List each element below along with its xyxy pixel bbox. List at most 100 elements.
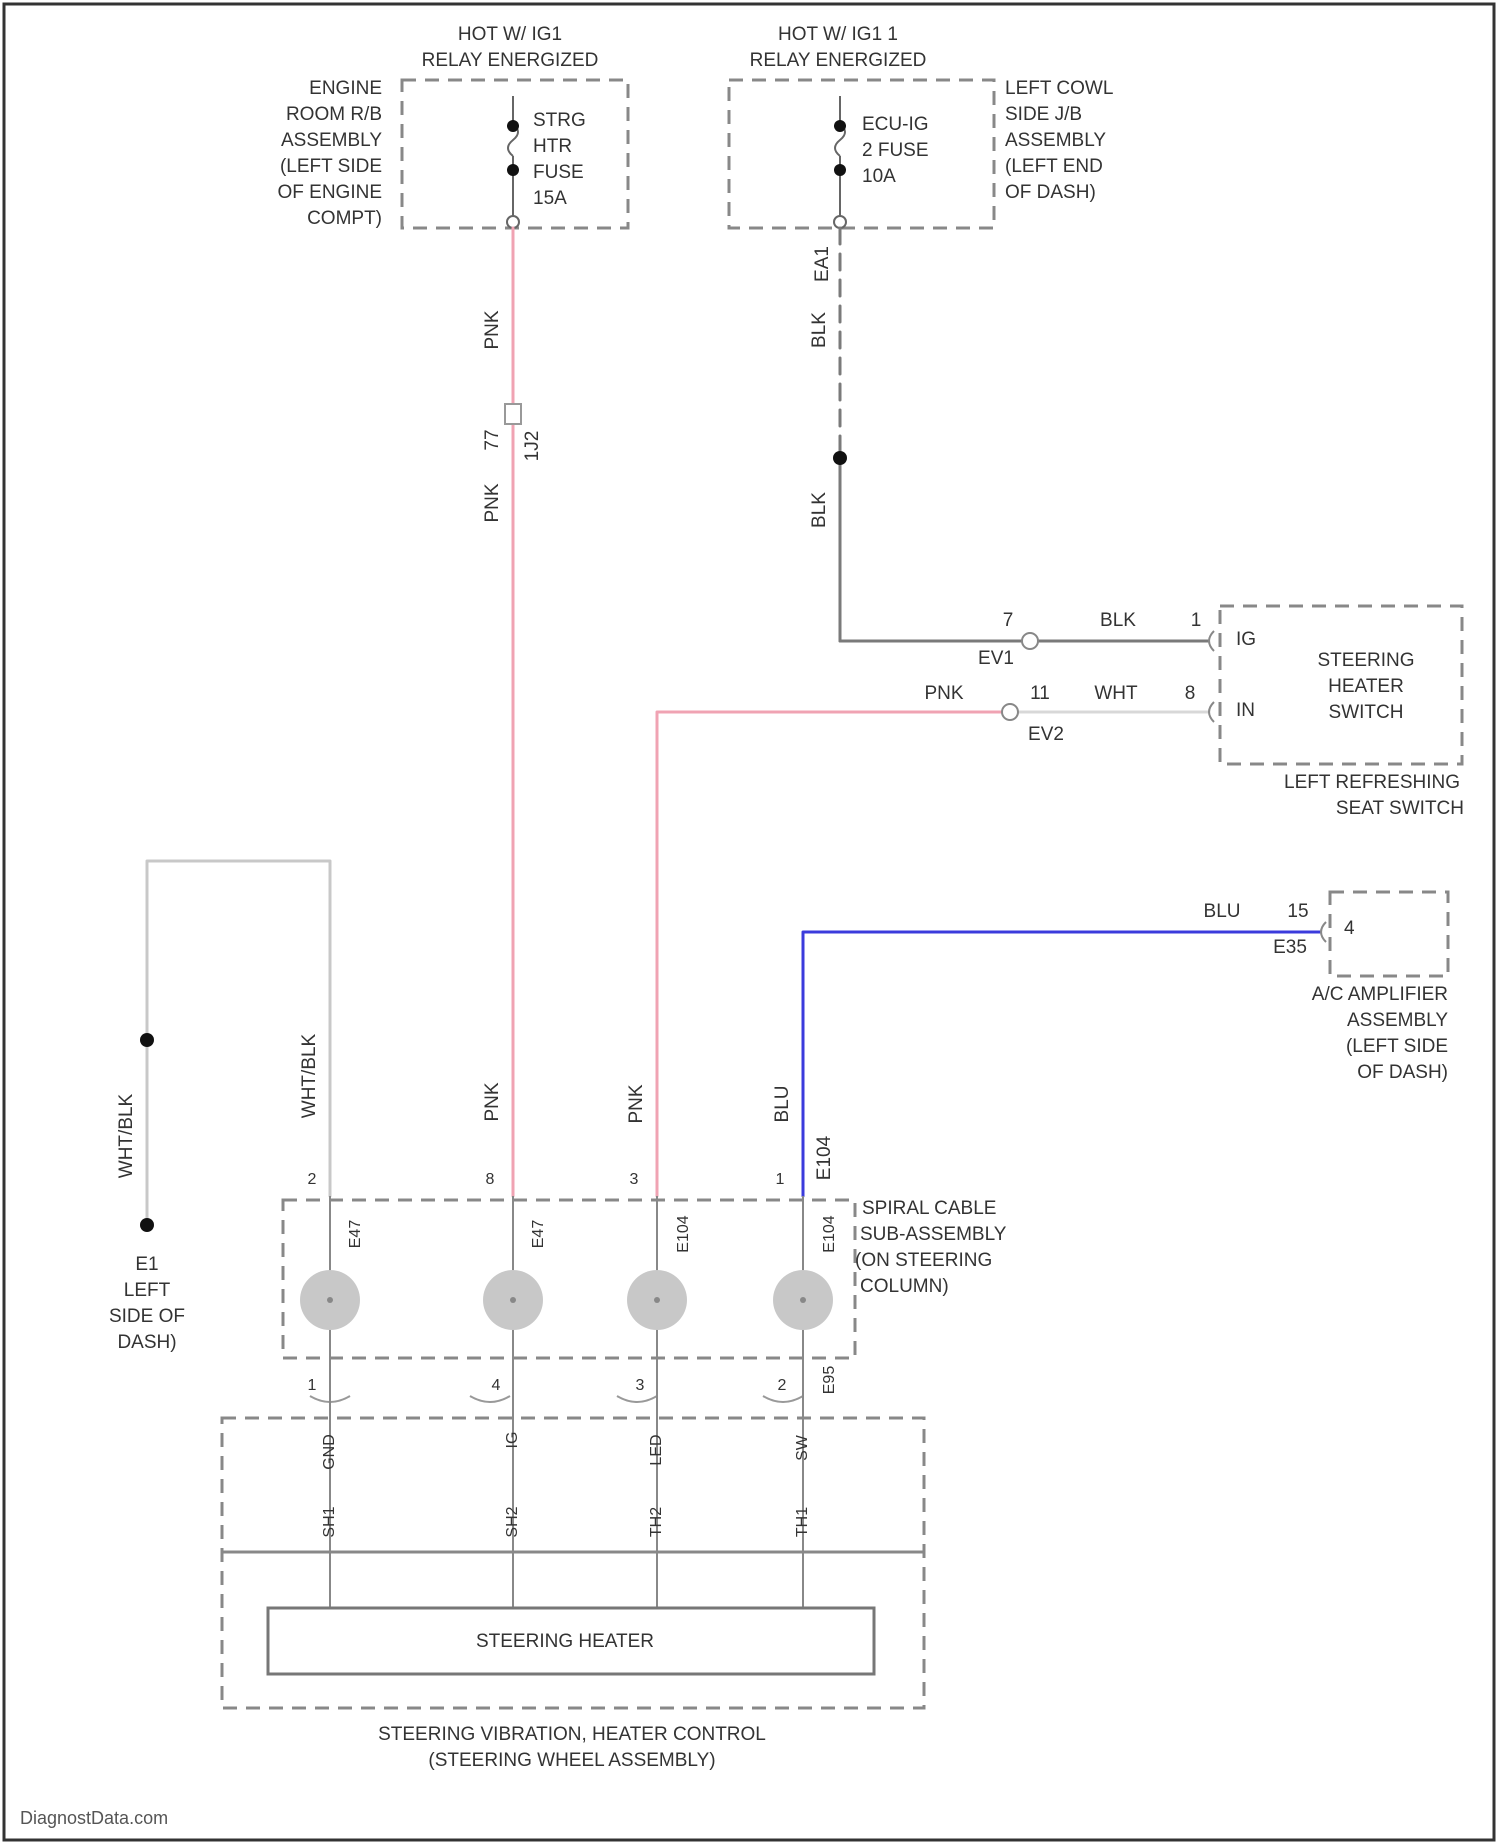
svg-text:SEAT SWITCH: SEAT SWITCH [1336, 798, 1464, 819]
splice-ground [140, 1033, 154, 1047]
label-1j2: 1J2 [522, 431, 543, 462]
hot-label-right-2: RELAY ENERGIZED [750, 50, 927, 71]
spiral-top-pin-4: 1 [776, 1171, 785, 1188]
spiral-sub-label-3: E104 [675, 1215, 692, 1252]
label-pnk-b1: PNK [482, 1082, 503, 1121]
spiral-top-pin-2: 8 [486, 1171, 495, 1188]
footer-watermark: DiagnostData.com [20, 1808, 168, 1828]
hot-label-left-2: RELAY ENERGIZED [422, 50, 599, 71]
svg-text:ASSEMBLY: ASSEMBLY [1347, 1010, 1448, 1031]
svg-text:ROOM R/B: ROOM R/B [286, 104, 382, 125]
control-pin-led: LED [648, 1434, 665, 1465]
svg-text:ASSEMBLY: ASSEMBLY [281, 130, 382, 151]
hot-label-right-1: HOT W/ IG1 1 [778, 24, 898, 45]
spiral-bottom-pin-2: 4 [492, 1377, 501, 1394]
svg-text:DASH): DASH) [117, 1332, 176, 1353]
label-e95: E95 [821, 1366, 838, 1395]
control-pin-sw: SW [794, 1434, 811, 1461]
switch-pin-ig: IG [1236, 629, 1256, 650]
label-pin-15: 15 [1287, 901, 1308, 922]
label-pin-77: 77 [482, 429, 503, 450]
connector-ev2-marker [1002, 704, 1018, 720]
diagram-border [4, 4, 1494, 1840]
label-blk-mid: BLK [809, 492, 830, 528]
steering-heater-label: STEERING HEATER [476, 1631, 654, 1652]
svg-text:LEFT COWL: LEFT COWL [1005, 78, 1113, 99]
svg-text:SIDE OF: SIDE OF [109, 1306, 185, 1327]
heater-pin-sh2: SH2 [504, 1506, 521, 1537]
label-pnk-h: PNK [924, 683, 963, 704]
connector-ev1-marker [1022, 633, 1038, 649]
svg-text:STEERING: STEERING [1317, 650, 1414, 671]
heater-pin-sh1: SH1 [321, 1506, 338, 1537]
svg-text:ENGINE: ENGINE [309, 78, 382, 99]
svg-text:STRG: STRG [533, 110, 586, 131]
svg-text:LEFT: LEFT [124, 1280, 171, 1301]
svg-text:ECU-IG: ECU-IG [862, 114, 929, 135]
label-wht-h: WHT [1094, 683, 1138, 704]
label-pin-7: 7 [1003, 610, 1014, 631]
label-wht-blk-left: WHT/BLK [116, 1093, 137, 1178]
label-pin-8: 8 [1185, 683, 1196, 704]
control-pin-ig: IG [504, 1432, 521, 1449]
connector-1j2-marker [505, 404, 521, 424]
svg-text:ASSEMBLY: ASSEMBLY [1005, 130, 1106, 151]
svg-text:(LEFT SIDE: (LEFT SIDE [280, 156, 382, 177]
svg-text:STEERING VIBRATION, HEATER CON: STEERING VIBRATION, HEATER CONTROL [378, 1724, 766, 1745]
switch-pin-in: IN [1236, 700, 1255, 721]
label-blu-b: BLU [772, 1086, 793, 1123]
spiral-sub-label-1: E47 [347, 1220, 364, 1249]
spiral-top-pin-1: 2 [308, 1171, 317, 1188]
svg-text:HEATER: HEATER [1328, 676, 1404, 697]
svg-text:SUB-ASSEMBLY: SUB-ASSEMBLY [860, 1224, 1007, 1245]
spiral-sub-label-4: E104 [821, 1215, 838, 1252]
heater-pin-th1: TH1 [794, 1507, 811, 1537]
svg-text:10A: 10A [862, 166, 896, 187]
label-blk-h: BLK [1100, 610, 1136, 631]
svg-text:COLUMN): COLUMN) [860, 1276, 949, 1297]
svg-text:OF DASH): OF DASH) [1005, 182, 1096, 203]
svg-text:15A: 15A [533, 188, 567, 209]
svg-text:2 FUSE: 2 FUSE [862, 140, 929, 161]
svg-text:(LEFT END: (LEFT END [1005, 156, 1103, 177]
spiral-top-pin-3: 3 [630, 1171, 639, 1188]
heater-pin-th2: TH2 [648, 1507, 665, 1537]
label-pnk-mid: PNK [482, 483, 503, 522]
svg-text:E1: E1 [135, 1254, 158, 1275]
hot-label-left-1: HOT W/ IG1 [458, 24, 562, 45]
label-e104-top: E104 [814, 1135, 835, 1180]
svg-text:(ON STEERING: (ON STEERING [855, 1250, 992, 1271]
spiral-sub-label-2: E47 [530, 1220, 547, 1249]
label-pin-11: 11 [1030, 683, 1050, 704]
label-ev2: EV2 [1028, 724, 1064, 745]
steering-heater-switch-title: STEERING HEATER SWITCH [1317, 650, 1414, 723]
label-pnk-b2: PNK [626, 1084, 647, 1123]
svg-text:HTR: HTR [533, 136, 572, 157]
ground-point [140, 1218, 154, 1232]
svg-text:A/C AMPLIFIER: A/C AMPLIFIER [1312, 984, 1448, 1005]
spiral-bottom-pin-1: 1 [308, 1377, 317, 1394]
label-ea1: EA1 [812, 246, 833, 282]
svg-text:LEFT REFRESHING: LEFT REFRESHING [1284, 772, 1460, 793]
svg-text:(LEFT SIDE: (LEFT SIDE [1346, 1036, 1448, 1057]
svg-text:OF DASH): OF DASH) [1357, 1062, 1448, 1083]
label-e35: E35 [1273, 937, 1307, 958]
splice-blk [833, 451, 847, 465]
control-pin-gnd: GND [321, 1434, 338, 1470]
spiral-bottom-pin-3: 3 [636, 1377, 645, 1394]
svg-text:COMPT): COMPT) [307, 208, 382, 229]
spiral-bottom-pin-4: 2 [778, 1377, 787, 1394]
svg-text:OF ENGINE: OF ENGINE [277, 182, 382, 203]
svg-text:(STEERING WHEEL ASSEMBLY): (STEERING WHEEL ASSEMBLY) [428, 1750, 715, 1771]
amp-pin-4: 4 [1344, 918, 1355, 939]
label-wht-blk: WHT/BLK [299, 1033, 320, 1118]
label-ev1: EV1 [978, 648, 1014, 669]
svg-text:SPIRAL CABLE: SPIRAL CABLE [862, 1198, 996, 1219]
label-pin-1: 1 [1191, 610, 1202, 631]
label-blu-h: BLU [1204, 901, 1241, 922]
svg-text:SIDE J/B: SIDE J/B [1005, 104, 1082, 125]
label-blk-top: BLK [809, 312, 830, 348]
svg-text:FUSE: FUSE [533, 162, 584, 183]
svg-text:SWITCH: SWITCH [1329, 702, 1404, 723]
